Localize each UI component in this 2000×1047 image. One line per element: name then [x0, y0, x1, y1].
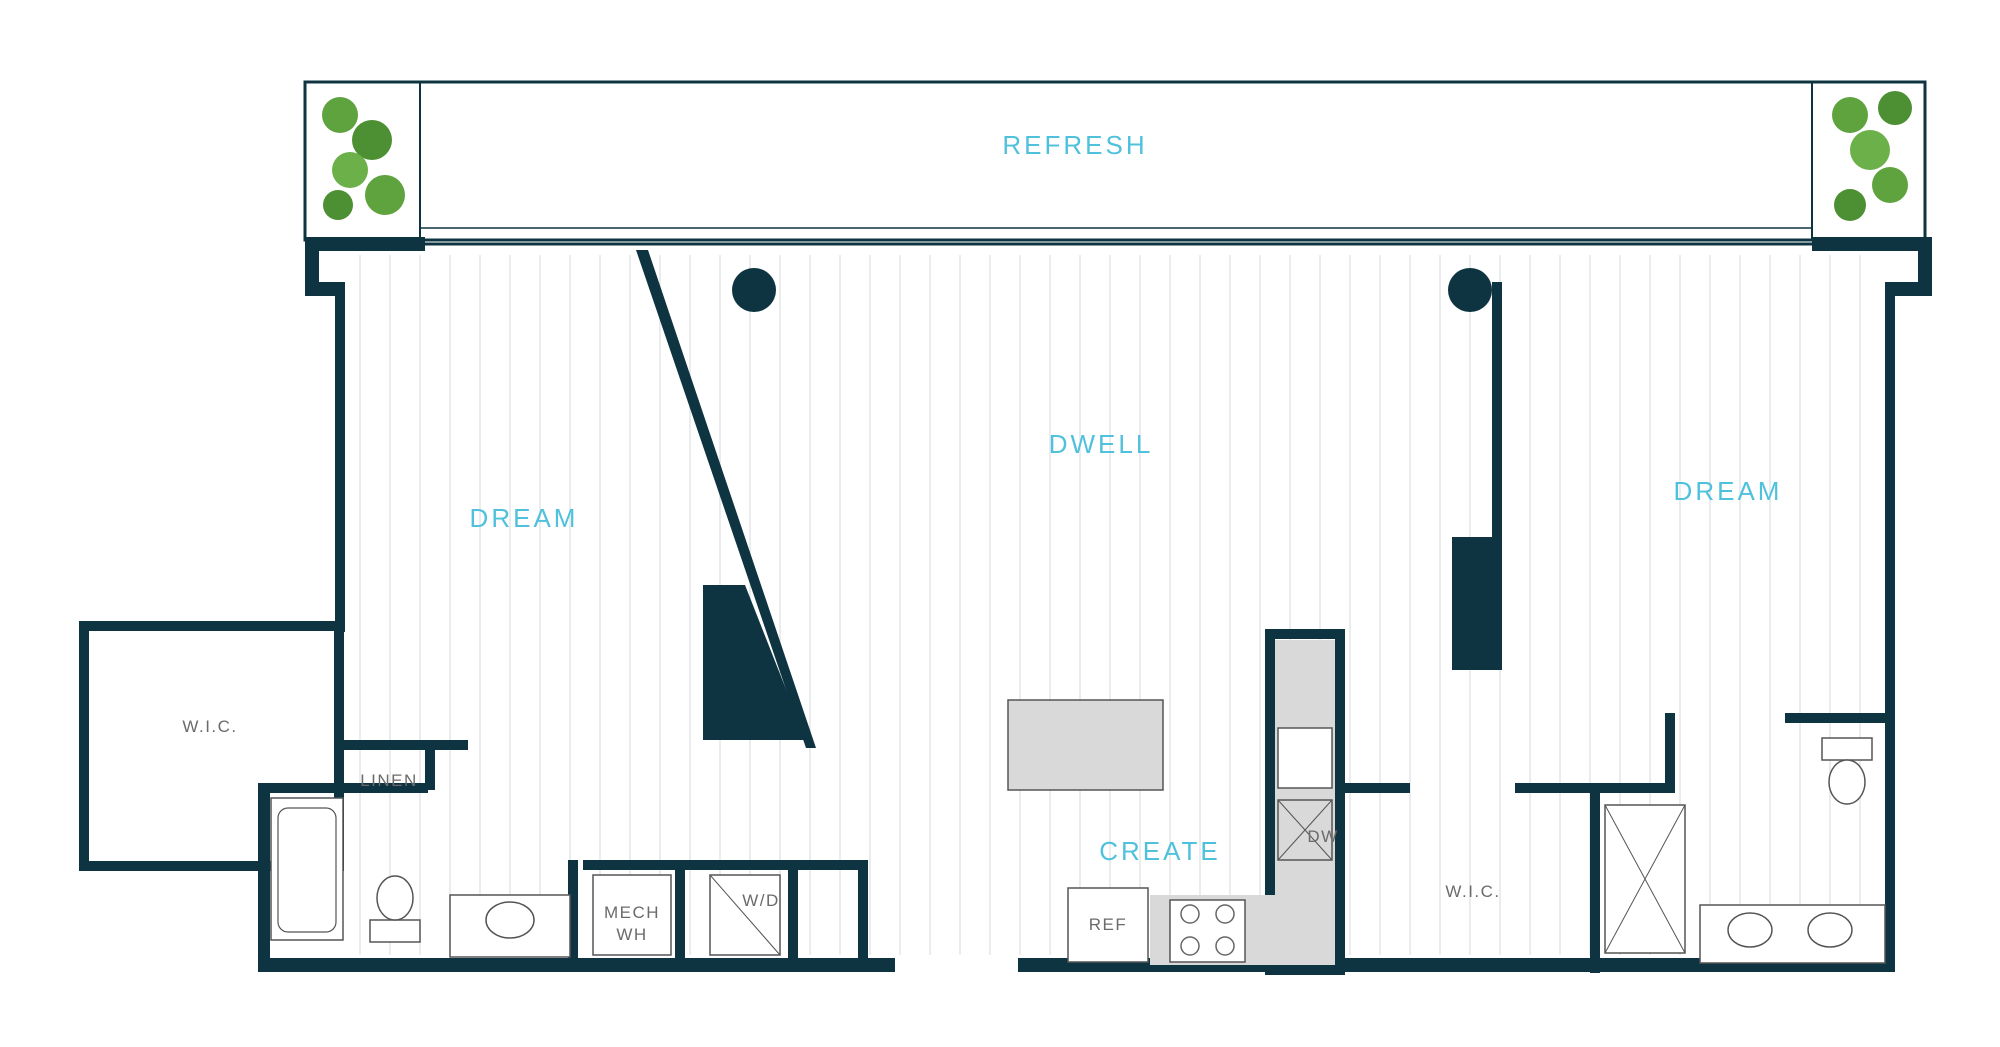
bathtub	[270, 797, 344, 941]
toilet-right	[1821, 737, 1873, 805]
label-wh: WH	[616, 925, 647, 944]
label-wd: W/D	[742, 891, 780, 910]
label-wic-right: W.I.C.	[1445, 882, 1500, 901]
exterior-walls	[79, 237, 1932, 975]
planter-left	[322, 97, 405, 220]
label-linen: LINEN	[360, 771, 418, 790]
vanity-right	[1699, 904, 1886, 964]
balcony	[303, 80, 1927, 242]
shower	[1604, 804, 1686, 954]
kitchen-island	[1007, 699, 1164, 791]
refrigerator	[1067, 887, 1149, 963]
room-label-refresh: REFRESH	[1002, 130, 1147, 160]
washer-dryer	[709, 874, 781, 956]
floor-planks	[359, 255, 1861, 955]
label-dw: DW	[1307, 827, 1338, 846]
range	[1169, 899, 1246, 963]
room-label-dwell: DWELL	[1049, 429, 1154, 459]
room-label-create: CREATE	[1099, 836, 1221, 866]
label-ref: REF	[1089, 915, 1128, 934]
label-mech: MECH	[604, 903, 660, 922]
planter-right	[1832, 91, 1912, 221]
label-wic-left: W.I.C.	[182, 717, 237, 736]
vanity-left	[449, 894, 571, 958]
toilet-left	[369, 875, 421, 943]
mech-closet	[592, 874, 672, 956]
room-label-dream-right: DREAM	[1674, 476, 1783, 506]
room-label-dream-left: DREAM	[470, 503, 579, 533]
